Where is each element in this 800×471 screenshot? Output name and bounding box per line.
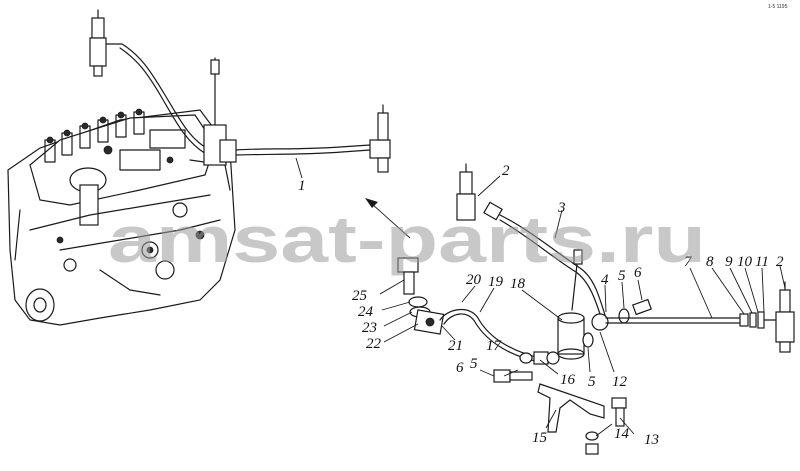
injection-pump: [7, 108, 236, 326]
callout-19: 19: [488, 274, 504, 290]
bolt-25: [397, 257, 445, 335]
fuel-line-19: [439, 309, 541, 359]
callout-2-right: 2: [776, 254, 784, 270]
fuel-line-1: [235, 144, 371, 151]
callout-11: 11: [755, 254, 769, 270]
fitting-3: [483, 201, 503, 221]
callout-5-mid: 5: [588, 374, 596, 390]
callout-5-left: 5: [470, 356, 478, 372]
injector-2-left: [456, 163, 476, 221]
callout-21: 21: [448, 338, 463, 354]
callout-labels: 1 2 3 4 5 6 7 8 9 10 11 2 12 5 18 19 20 …: [298, 163, 784, 448]
callout-6-left: 6: [456, 360, 464, 376]
injector-upper-right: [369, 104, 391, 173]
fitting-8-11: [739, 311, 765, 329]
callout-15: 15: [532, 430, 548, 446]
callout-22: 22: [366, 336, 382, 352]
bracket-15: [537, 383, 605, 433]
callout-17: 17: [486, 338, 503, 354]
corner-tag: 1-5 1195: [768, 4, 788, 10]
sensor-4: [571, 249, 583, 311]
callout-9: 9: [725, 254, 733, 270]
callout-12: 12: [612, 374, 628, 390]
sensor-upper: [203, 57, 237, 166]
injector-upper-left: [89, 9, 123, 77]
valve-18: [557, 312, 585, 360]
tee-fitting-12: [582, 313, 609, 348]
bolt-6-left: [493, 369, 533, 383]
callout-24: 24: [358, 304, 374, 320]
direction-arrow: [365, 198, 411, 239]
callout-25: 25: [352, 288, 368, 304]
callout-16: 16: [560, 372, 576, 388]
callout-18: 18: [510, 276, 526, 292]
fitting-16-17: [519, 351, 560, 365]
callout-23: 23: [362, 320, 377, 336]
callout-1: 1: [298, 178, 306, 194]
injector-2-right: [763, 281, 795, 353]
callout-5-right: 5: [618, 268, 626, 284]
callout-2-left: 2: [502, 163, 510, 179]
fuel-line-1b: [235, 149, 371, 156]
callout-7: 7: [684, 254, 693, 270]
callout-3: 3: [557, 200, 566, 216]
callout-6-right: 6: [634, 265, 642, 281]
fuel-line-19b: [443, 313, 541, 363]
callout-13: 13: [644, 432, 659, 448]
callout-14: 14: [614, 426, 630, 442]
leader-lines: [295, 157, 786, 437]
fuel-line-upper-2: [119, 47, 207, 155]
bolts-13-14: [585, 397, 627, 455]
callout-20: 20: [466, 272, 482, 288]
callout-10: 10: [737, 254, 753, 270]
callout-8: 8: [706, 254, 714, 270]
callout-4: 4: [601, 272, 609, 288]
fuel-line-upper: [121, 43, 211, 151]
fuel-line-3: [499, 214, 606, 316]
watermark: amsat-parts.ru: [108, 202, 706, 276]
